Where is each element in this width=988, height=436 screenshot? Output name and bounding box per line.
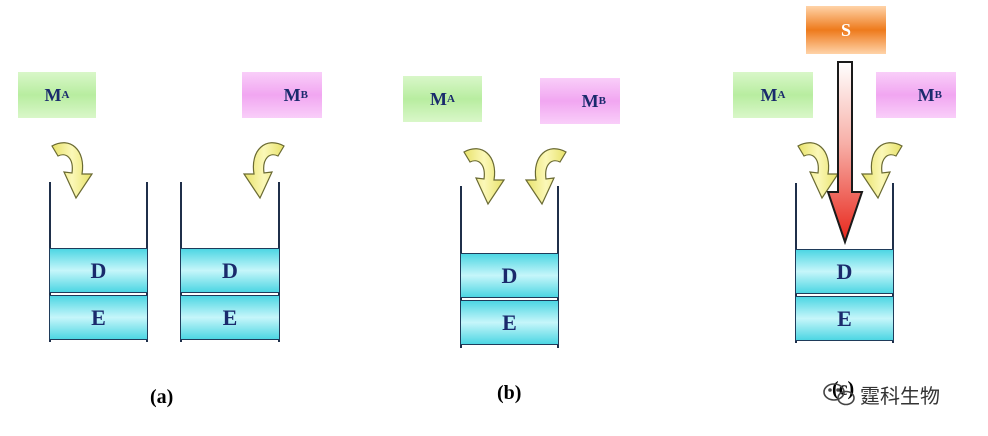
layer-e: E <box>180 295 280 340</box>
mb-label: M <box>283 84 301 105</box>
ma-label: M <box>430 88 448 109</box>
ma-subscript: A <box>447 93 455 105</box>
caption-a: (a) <box>150 386 174 408</box>
mb-subscript: B <box>300 89 308 101</box>
curved-arrow-icon <box>525 148 567 205</box>
layer-d: D <box>180 248 280 293</box>
source-box: S <box>806 6 886 54</box>
wechat-icon <box>823 383 855 406</box>
source-label: S <box>840 19 851 40</box>
curved-arrow-icon <box>463 148 505 205</box>
watermark-text: 霆科生物 <box>860 384 940 408</box>
curved-arrow-icon <box>797 142 839 199</box>
layer-e: E <box>49 295 148 340</box>
layer-d: D <box>460 253 559 298</box>
ma-label: M <box>760 84 778 105</box>
caption-b: (b) <box>497 382 522 404</box>
mb-subscript: B <box>934 89 942 101</box>
layer-d: D <box>795 249 894 294</box>
ma-label: M <box>44 84 62 105</box>
curved-arrow-icon <box>51 142 93 199</box>
down-arrow-icon <box>826 61 864 246</box>
layer-e: E <box>795 296 894 341</box>
mb-subscript: B <box>598 95 606 107</box>
mb-label: M <box>581 90 599 111</box>
ma-subscript: A <box>61 89 70 101</box>
mb-label: M <box>917 84 935 105</box>
layer-d: D <box>49 248 148 293</box>
ma-subscript: A <box>777 89 786 101</box>
curved-arrow-icon <box>243 142 285 199</box>
layer-e: E <box>460 300 559 345</box>
curved-arrow-icon <box>861 142 903 199</box>
